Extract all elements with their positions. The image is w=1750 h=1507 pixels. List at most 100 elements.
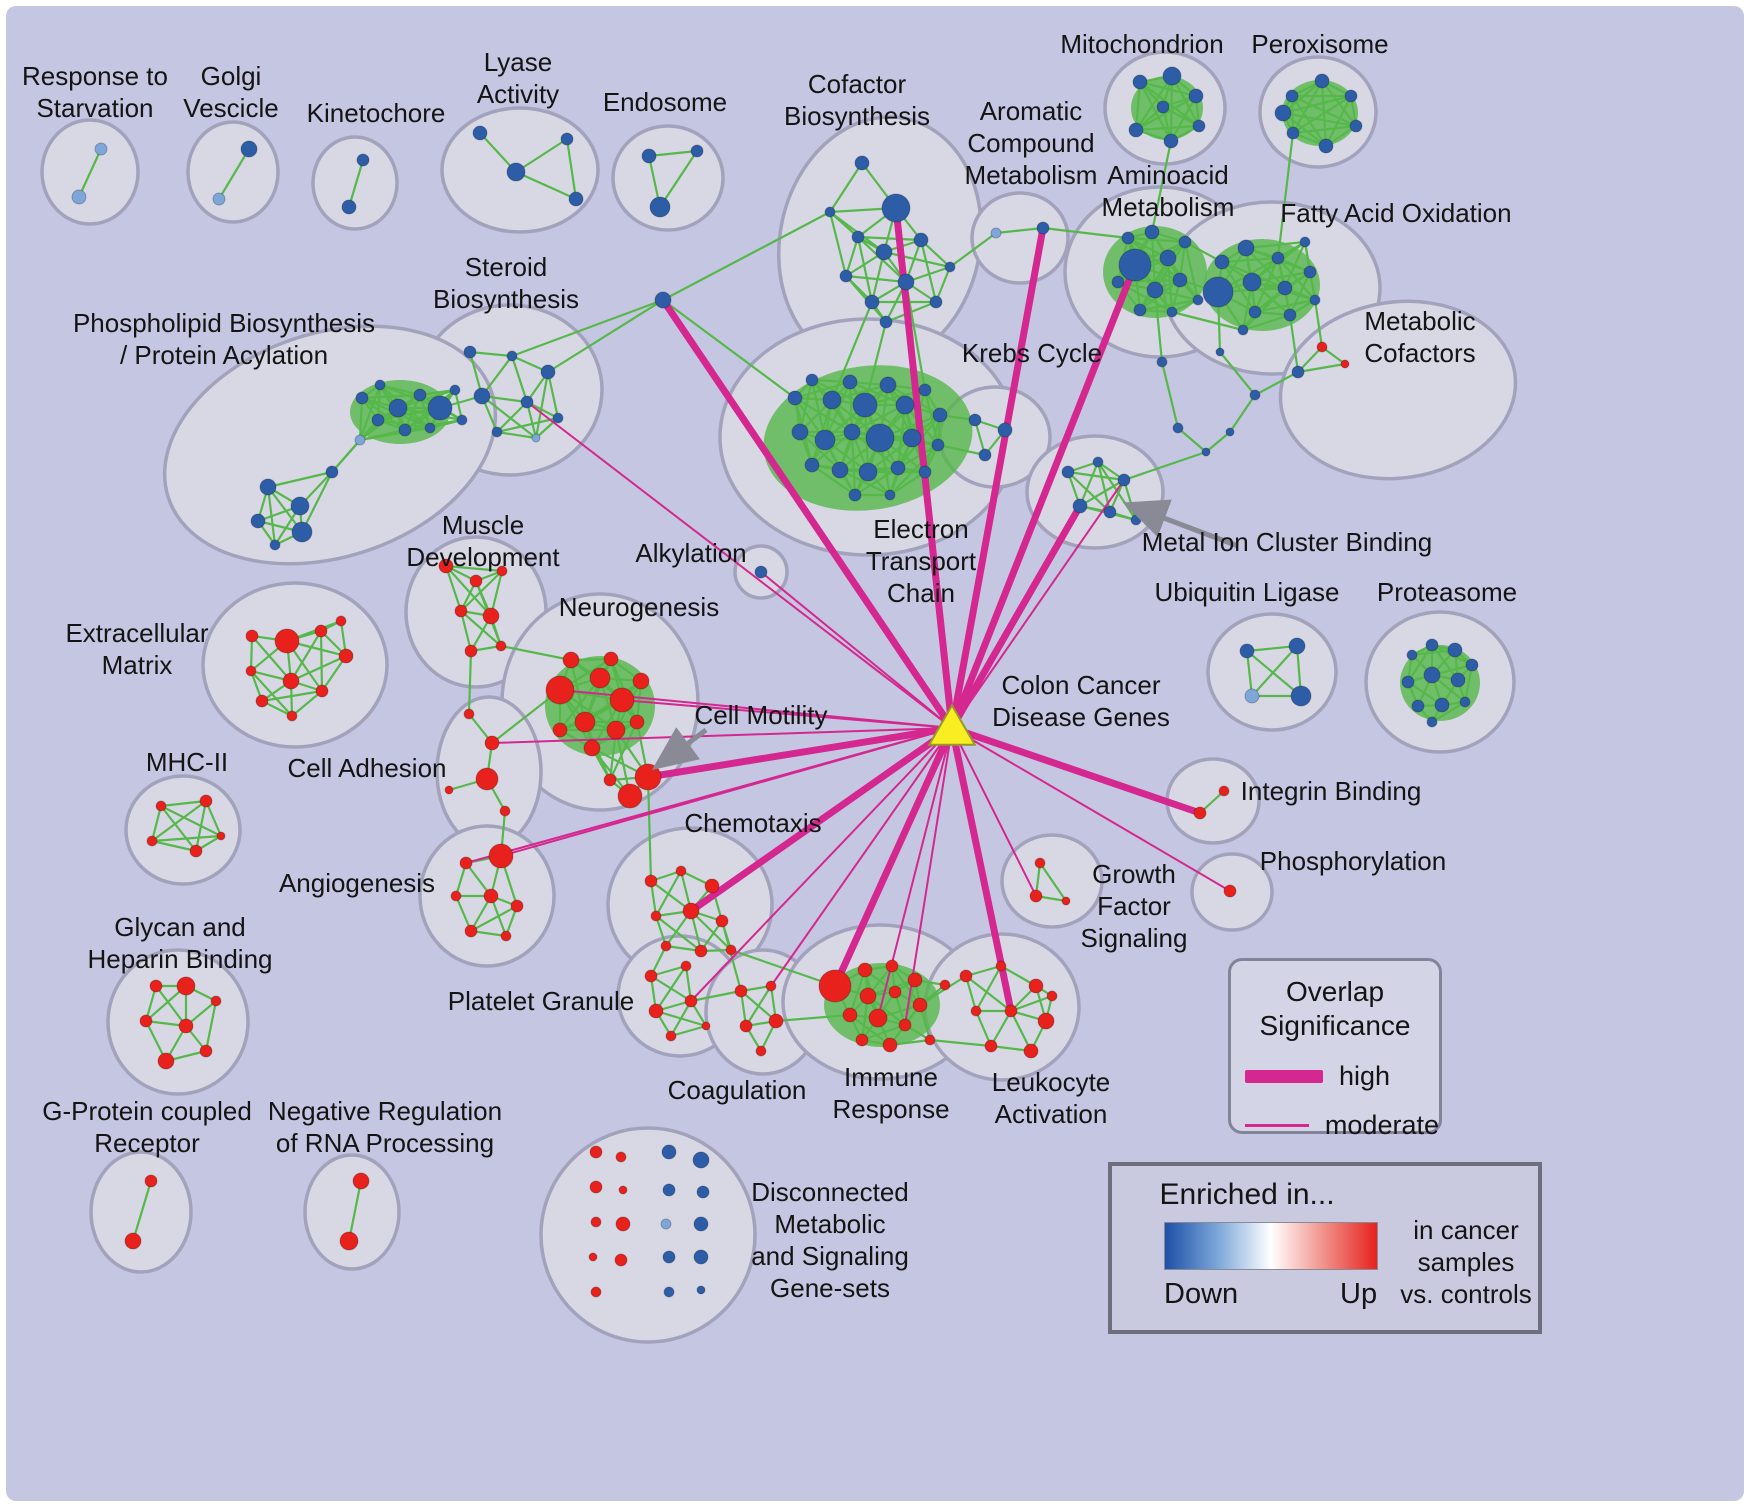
gene-set-node <box>291 521 313 543</box>
gene-set-node <box>589 1180 603 1194</box>
gene-set-node <box>424 422 436 434</box>
gene-set-node <box>978 448 992 462</box>
cluster-edge <box>1283 240 1307 290</box>
cluster-edge <box>319 629 324 693</box>
gene-set-node <box>371 413 385 427</box>
cluster-edge <box>144 984 158 1023</box>
gene-set-node <box>1459 696 1471 708</box>
enrichment-legend: Enriched in... Down Up in cancer samples… <box>1108 1162 1542 1334</box>
gene-set-node <box>890 460 906 476</box>
inter-cluster-edge <box>1288 313 1300 374</box>
cluster-edge <box>1288 270 1312 317</box>
overlap-edge-moderate <box>951 727 1231 892</box>
cluster-ellipse-mhc-ii <box>124 774 242 886</box>
overlap-edge-moderate <box>951 727 1037 897</box>
gene-set-node <box>438 558 454 574</box>
cluster-label-fatty-acid-oxidation: Fatty Acid Oxidation <box>1280 198 1511 228</box>
gene-set-node <box>1406 649 1418 661</box>
gene-set-node <box>510 899 524 913</box>
overlap-edge-moderate <box>621 699 953 729</box>
gene-set-node <box>888 985 902 999</box>
enrichment-up-label: Up <box>1340 1278 1378 1310</box>
gene-set-node <box>1103 505 1117 519</box>
cluster-edge <box>654 914 703 953</box>
overlap-edge-high <box>948 724 1204 817</box>
gene-set-node <box>1291 365 1305 379</box>
cluster-edge <box>658 149 699 209</box>
gene-set-node <box>852 392 878 418</box>
cluster-edge <box>289 629 323 683</box>
gene-set-node <box>484 735 500 751</box>
gene-set-node <box>473 387 491 405</box>
cluster-edge <box>1250 644 1299 698</box>
cluster-edge <box>459 609 473 653</box>
inter-cluster-edge <box>1276 131 1295 260</box>
gene-set-node <box>609 687 635 713</box>
overlap-high-swatch <box>1245 1070 1323 1083</box>
gene-set-node <box>1193 806 1207 820</box>
gene-set-node <box>531 433 541 443</box>
gene-set-node <box>995 960 1007 972</box>
gene-set-node <box>831 461 849 479</box>
cluster-edge <box>444 564 504 573</box>
gene-set-node <box>1162 66 1182 86</box>
cluster-label-proteasome: Proteasome <box>1377 577 1517 607</box>
cluster-edge <box>459 609 503 648</box>
cluster-edge <box>689 909 733 952</box>
gene-set-node <box>868 1008 888 1028</box>
gene-set-node <box>1218 785 1230 797</box>
gene-set-node <box>144 1174 158 1188</box>
overlap-edge-moderate <box>491 727 953 744</box>
gene-set-node <box>895 395 915 415</box>
gene-set-node <box>693 1216 709 1232</box>
cluster-ellipse-negative-regulation-rna-processing <box>303 1153 401 1271</box>
gene-set-node <box>1202 276 1234 308</box>
gene-set-node <box>897 273 915 291</box>
gene-set-node <box>1283 308 1297 322</box>
cluster-edge <box>1463 663 1474 704</box>
gene-set-node <box>663 1286 675 1298</box>
gene-set-node <box>335 615 347 627</box>
cluster-edge <box>964 974 978 1013</box>
cluster-edge <box>514 170 578 201</box>
gene-set-node <box>882 1037 898 1053</box>
gene-set-node <box>469 574 483 588</box>
gene-set-node <box>1128 122 1144 138</box>
cluster-edge <box>290 689 324 718</box>
gene-set-node <box>552 412 564 424</box>
gene-set-node <box>696 1285 706 1295</box>
gene-set-node <box>682 902 700 920</box>
gene-set-node <box>1156 100 1170 114</box>
gene-set-node <box>1285 89 1299 103</box>
gene-set-node <box>662 1250 676 1264</box>
gene-set-node <box>1244 688 1260 704</box>
gene-set-node <box>754 565 768 579</box>
gene-set-node <box>496 565 508 577</box>
gene-set-node <box>176 976 196 996</box>
inter-cluster-edge <box>928 1038 993 1048</box>
gene-set-node <box>1214 254 1230 270</box>
inter-cluster-edge <box>1176 426 1208 454</box>
cluster-edge <box>828 161 864 214</box>
cluster-edge <box>866 436 914 474</box>
gene-set-node <box>924 1034 936 1046</box>
gene-set-node <box>929 295 943 309</box>
gene-set-node <box>649 196 671 218</box>
gene-set-node <box>240 140 258 158</box>
cluster-edge <box>77 147 103 199</box>
cluster-ellipse-metabolic-cofactors <box>1278 299 1518 481</box>
gene-set-node <box>1423 666 1441 684</box>
cluster-edge <box>194 799 208 853</box>
cluster-edge <box>250 634 293 683</box>
cluster-edge <box>514 137 569 174</box>
inter-cluster-edge <box>1204 430 1232 454</box>
gene-set-node <box>885 959 899 973</box>
inter-cluster-edge <box>936 443 987 457</box>
cluster-edge <box>654 914 668 948</box>
gene-set-node <box>864 294 880 310</box>
